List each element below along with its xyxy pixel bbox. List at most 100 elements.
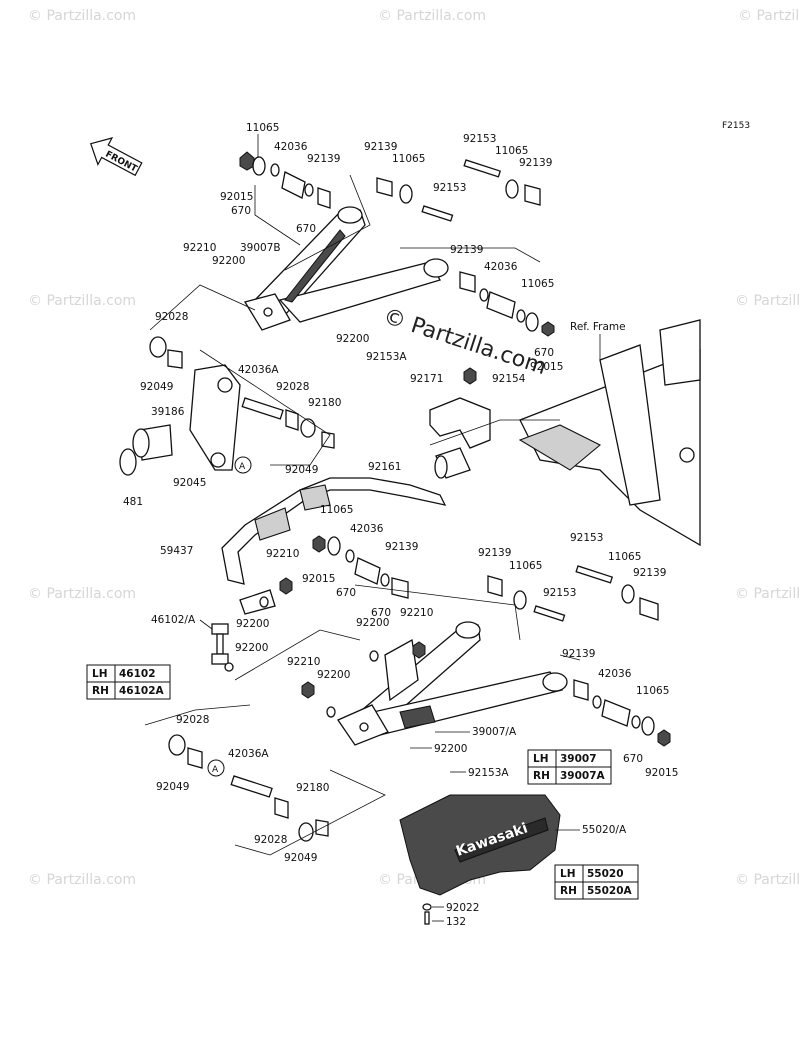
upper-bushings <box>239 151 541 222</box>
part-label: 11065 <box>320 504 353 516</box>
watermark: © Partzilla.com <box>28 293 136 309</box>
part-label: 92200 <box>317 669 350 681</box>
part-labels: 11065 42036 92139 92015 670 670 92139 11… <box>123 122 678 928</box>
part-label: 11065 <box>509 560 542 572</box>
part-label: 92139 <box>385 541 418 553</box>
part-label: 92180 <box>308 397 341 409</box>
table-cell: 55020 <box>587 868 624 880</box>
callout-a: A <box>212 765 219 775</box>
part-label: 92015 <box>645 767 678 779</box>
front-arrow: FRONT <box>90 137 143 177</box>
part-label: 92022 <box>446 902 479 914</box>
lower-left-stack: A <box>168 734 329 842</box>
callout-a: A <box>239 462 246 472</box>
table-39007: LH 39007 RH 39007A <box>527 749 612 785</box>
part-label: 670 <box>371 607 391 619</box>
part-label: 11065 <box>495 145 528 157</box>
table-cell: LH <box>560 868 575 880</box>
part-label: 92153 <box>433 182 466 194</box>
watermark: © Partzilla.com <box>28 8 136 24</box>
part-label: 92153A <box>468 767 509 779</box>
table-cell: LH <box>92 668 107 680</box>
table-cell: 39007 <box>560 753 597 765</box>
part-label: 39186 <box>151 406 185 418</box>
part-label: 55020/A <box>582 824 627 836</box>
part-label: 670 <box>336 587 356 599</box>
part-label: 92139 <box>562 648 595 660</box>
part-label: 92210 <box>287 656 320 668</box>
watermark: © Partzilla.com <box>28 872 136 888</box>
part-label: 39007/A <box>472 726 517 738</box>
part-label: 92028 <box>276 381 309 393</box>
watermark: © Partzilla <box>735 872 800 888</box>
part-label: 670 <box>231 205 251 217</box>
stabilizer-bar <box>221 477 447 615</box>
figure-code: F2153 <box>722 121 750 131</box>
part-label: 92028 <box>254 834 287 846</box>
table-cell: RH <box>533 770 550 782</box>
part-label: 92049 <box>156 781 189 793</box>
outline-lines <box>144 174 581 856</box>
part-label: 92161 <box>368 461 401 473</box>
upper-right-bushings <box>459 271 555 337</box>
part-label: 92171 <box>410 373 443 385</box>
part-label: 92200 <box>236 618 269 630</box>
part-label: 42036 <box>274 141 308 153</box>
upper-a-arm <box>243 206 449 331</box>
table-cell: 55020A <box>587 885 633 897</box>
part-label: 670 <box>296 223 316 235</box>
part-label: 92153 <box>570 532 603 544</box>
part-label: 92210 <box>400 607 433 619</box>
part-label: 92200 <box>336 333 369 345</box>
part-label: 92015 <box>302 573 335 585</box>
part-label: 92049 <box>284 852 317 864</box>
part-label: 11065 <box>246 122 279 134</box>
part-label: 42036 <box>484 261 518 273</box>
part-label: 670 <box>534 347 554 359</box>
part-label: 92200 <box>356 617 389 629</box>
stabilizer-link <box>211 623 234 672</box>
part-label: 42036A <box>228 748 269 760</box>
part-label: 670 <box>623 753 643 765</box>
part-label: 92139 <box>519 157 552 169</box>
table-cell: RH <box>560 885 577 897</box>
lower-right-bushings <box>573 679 671 747</box>
watermark: © Partzilla.com <box>378 8 486 24</box>
part-label: 39007B <box>240 242 281 254</box>
part-label: 92139 <box>450 244 483 256</box>
part-label: 92049 <box>140 381 173 393</box>
part-label: 92045 <box>173 477 206 489</box>
watermark: © Partzilla <box>738 8 800 24</box>
stabilizer-bracket <box>429 367 491 479</box>
watermark: © Partzilla <box>735 586 800 602</box>
part-label: 92200 <box>434 743 467 755</box>
part-label: 92139 <box>478 547 511 559</box>
part-label: 92210 <box>266 548 299 560</box>
table-cell: 46102A <box>119 685 165 697</box>
part-label: 92139 <box>633 567 666 579</box>
part-label: 92153A <box>366 351 407 363</box>
table-cell: 39007A <box>560 770 606 782</box>
part-label: 92210 <box>183 242 216 254</box>
table-46102: LH 46102 RH 46102A <box>86 664 171 700</box>
part-label: 92139 <box>307 153 340 165</box>
part-label: 132 <box>446 916 466 928</box>
part-label: 92200 <box>235 642 268 654</box>
part-label: 11065 <box>636 685 669 697</box>
part-label: 46102/A <box>151 614 196 626</box>
lower-bushings <box>279 535 659 718</box>
part-label: 92153 <box>463 133 496 145</box>
part-label: 92028 <box>155 311 188 323</box>
part-label: 59437 <box>160 545 193 557</box>
lower-a-arm <box>337 621 568 746</box>
part-label: 92015 <box>530 361 563 373</box>
part-label: 11065 <box>608 551 641 563</box>
part-label: 481 <box>123 496 143 508</box>
part-label: 42036 <box>350 523 384 535</box>
part-label: 42036A <box>238 364 279 376</box>
table-cell: LH <box>533 753 548 765</box>
part-label: 92028 <box>176 714 209 726</box>
part-label: 42036 <box>598 668 632 680</box>
steering-knuckle: A <box>119 336 335 476</box>
